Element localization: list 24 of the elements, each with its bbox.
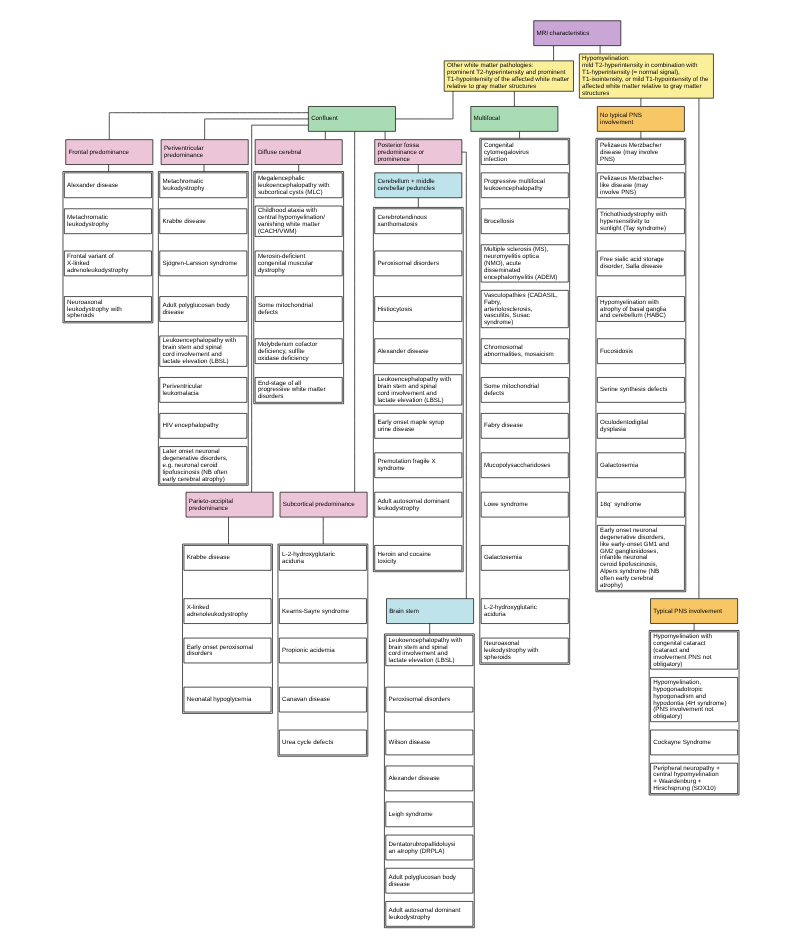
connector [460, 150, 466, 598]
connector [297, 163, 299, 171]
connector [639, 96, 641, 106]
connector [692, 622, 694, 630]
connector [697, 97, 699, 598]
connector [107, 163, 108, 171]
connector [416, 163, 418, 173]
connector [227, 515, 228, 544]
connector [552, 44, 553, 60]
connector [323, 130, 325, 139]
connector [383, 130, 385, 139]
connector [203, 117, 308, 139]
connector [321, 515, 323, 544]
connector [107, 111, 308, 139]
connector [513, 89, 514, 106]
connector [202, 163, 204, 171]
connector [416, 196, 418, 207]
connector [518, 130, 519, 138]
connector [598, 44, 600, 53]
connector [394, 89, 453, 119]
connector [250, 123, 308, 492]
connector [353, 130, 355, 492]
connector [639, 130, 641, 138]
connector [428, 622, 430, 634]
